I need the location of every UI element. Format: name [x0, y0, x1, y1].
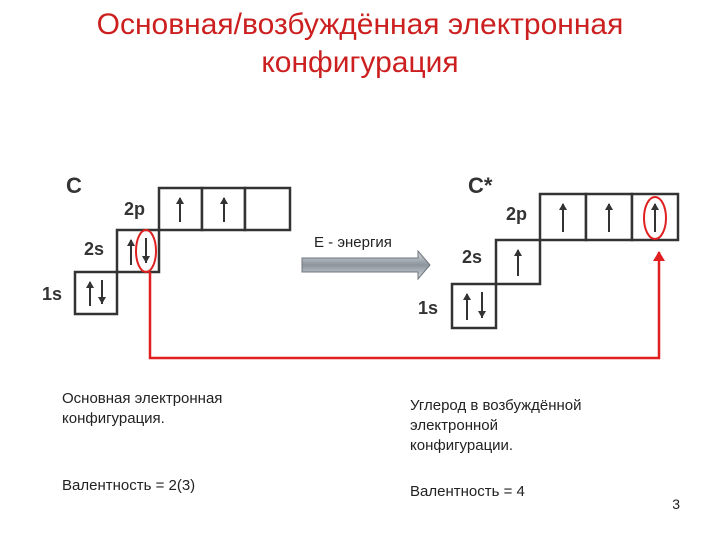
- excited-symbol: C*: [468, 173, 493, 198]
- title-line-2: конфигурация: [261, 46, 459, 79]
- title-line-1: Основная/возбуждённая электронная: [96, 8, 624, 41]
- excited-caption-line-2: электронной: [410, 417, 498, 434]
- excited-2p-orbitals: [538, 192, 680, 242]
- ground-valence: Валентность = 2(3): [62, 477, 196, 494]
- promotion-connector: [148, 251, 665, 360]
- page-number: 3: [672, 496, 680, 512]
- excited-2p-label: 2p: [506, 204, 527, 224]
- ground-2p-label: 2p: [124, 199, 145, 219]
- excited-caption-line-1: Углерод в возбуждённой: [410, 397, 582, 414]
- excited-2s-label: 2s: [462, 247, 482, 267]
- excited-1s-label: 1s: [418, 298, 438, 318]
- ground-1s-orbital: [73, 270, 119, 316]
- excited-valence: Валентность = 4: [410, 483, 525, 500]
- excited-2s-orbital: [494, 238, 542, 286]
- ground-highlight-ellipse: [135, 229, 157, 273]
- excited-caption: Углерод в возбуждённой электронной конфи…: [410, 396, 582, 456]
- ground-symbol: C: [66, 173, 82, 198]
- ground-2s-label: 2s: [84, 239, 104, 259]
- ground-2p-orbitals: [157, 186, 292, 232]
- excited-caption-line-3: конфигурации.: [410, 437, 514, 454]
- ground-caption: Основная электронная конфигурация.: [62, 389, 222, 429]
- ground-1s-label: 1s: [42, 284, 62, 304]
- energy-arrow: [301, 249, 431, 281]
- ground-caption-line-1: Основная электронная: [62, 390, 223, 407]
- slide-title: Основная/возбуждённая электронная конфиг…: [0, 6, 720, 82]
- energy-arrow-label: E - энергия: [314, 234, 392, 251]
- excited-highlight-ellipse: [643, 196, 667, 240]
- ground-caption-line-2: конфигурация.: [62, 410, 165, 427]
- excited-1s-orbital: [450, 282, 498, 330]
